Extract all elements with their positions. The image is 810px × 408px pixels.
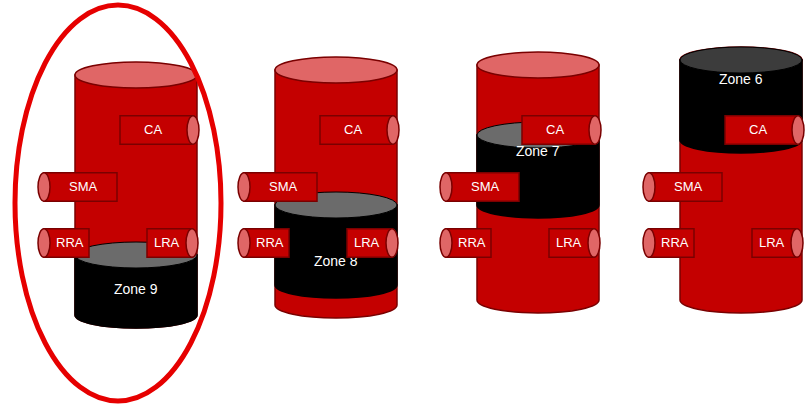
tube-body [446,173,519,202]
tube-end [643,229,655,258]
artery-branch: LRA [752,228,804,258]
tube-end [792,116,804,145]
node-label: CA [344,123,362,137]
tube-end [387,116,399,145]
tube-body [44,173,117,202]
tube-end [589,116,601,145]
tube-end [238,229,250,258]
tube-body [244,173,317,202]
artery-branch: LRA [147,228,199,258]
aorta-top [477,52,599,78]
band-top [680,47,802,73]
tube-end [440,229,452,258]
artery-branch: RRA [237,228,289,258]
artery-branch: CA [320,115,400,145]
tube-end [440,173,452,202]
artery-branch: RRA [439,228,491,258]
node-label: LRA [354,236,379,250]
node-label: CA [144,123,162,137]
artery-branch: CA [120,115,200,145]
tube-body [522,116,595,145]
node-label: Zone 7 [516,144,560,159]
node-label: SMA [269,180,297,194]
node-label: RRA [458,236,485,250]
aorta-top [275,57,397,83]
tube-end [38,173,50,202]
tube-end [588,229,600,258]
node-label: Zone 6 [719,72,763,87]
node-label: CA [546,123,564,137]
artery-branch: SMA [237,172,317,202]
band-body [275,205,397,298]
node-label: RRA [661,236,688,250]
node-label: LRA [556,236,581,250]
tube-end [186,229,198,258]
tube-end [643,173,655,202]
node-label: LRA [759,236,784,250]
aorta-top [680,47,802,73]
tube-end [38,229,50,258]
node-label: LRA [154,236,179,250]
node-label: RRA [56,236,83,250]
node-label: CA [749,123,767,137]
artery-branch: CA [725,115,805,145]
tube-end [238,173,250,202]
artery-branch: RRA [37,228,89,258]
tube-end [791,229,803,258]
artery-branch: SMA [37,172,117,202]
artery-branch: CA [522,115,602,145]
tube-body [649,173,722,202]
artery-branch: LRA [549,228,601,258]
tube-body [725,116,798,145]
node-label: SMA [471,180,499,194]
node-label: Zone 9 [114,282,158,297]
artery-branch: LRA [347,228,399,258]
tube-end [386,229,398,258]
tube-body [320,116,393,145]
highlight-ellipse [15,5,221,401]
aorta-top [75,62,197,88]
artery-branch: RRA [642,228,694,258]
tube-body [120,116,193,145]
band-body [680,60,802,153]
tube-end [187,116,199,145]
node-label: SMA [674,180,702,194]
artery-branch: SMA [642,172,722,202]
node-label: SMA [69,180,97,194]
node-label: RRA [256,236,283,250]
artery-branch: SMA [439,172,519,202]
